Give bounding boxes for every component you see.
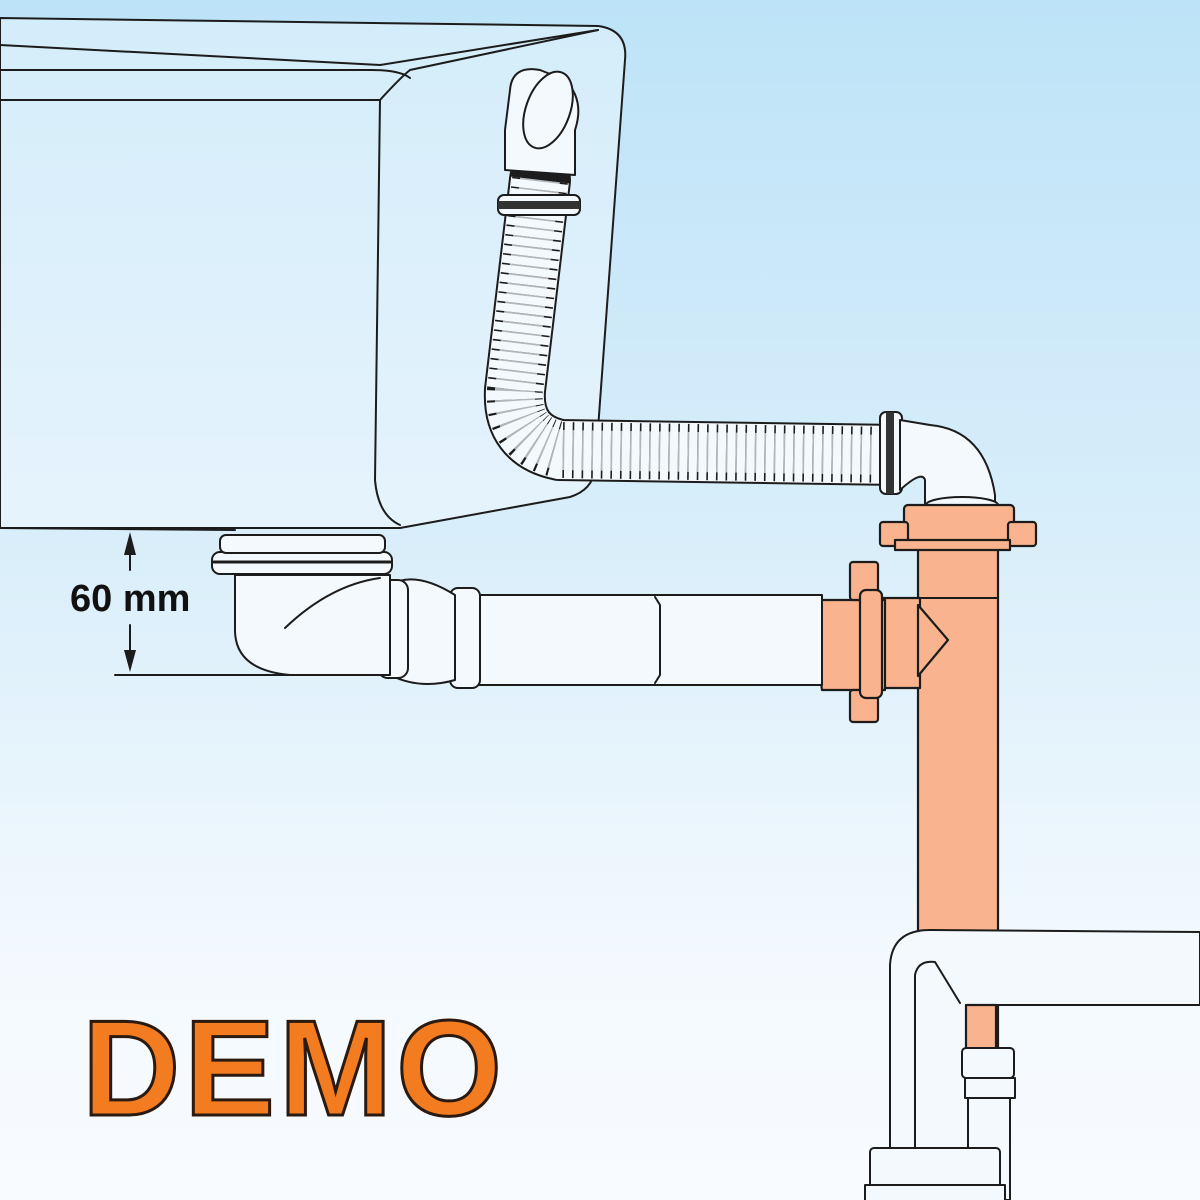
- outlet-elbow: [899, 419, 999, 514]
- lower-waste-pipe: [864, 929, 1200, 1200]
- horizontal-drain-pipe: [377, 578, 823, 689]
- overflow-elbow: [504, 68, 580, 176]
- corrugated-hose: [483, 149, 926, 495]
- height-dimension: [0, 527, 291, 676]
- dimension-label: 60 mm: [70, 578, 191, 620]
- demo-watermark: DEMO: [81, 991, 506, 1146]
- drain-trap: [211, 534, 393, 676]
